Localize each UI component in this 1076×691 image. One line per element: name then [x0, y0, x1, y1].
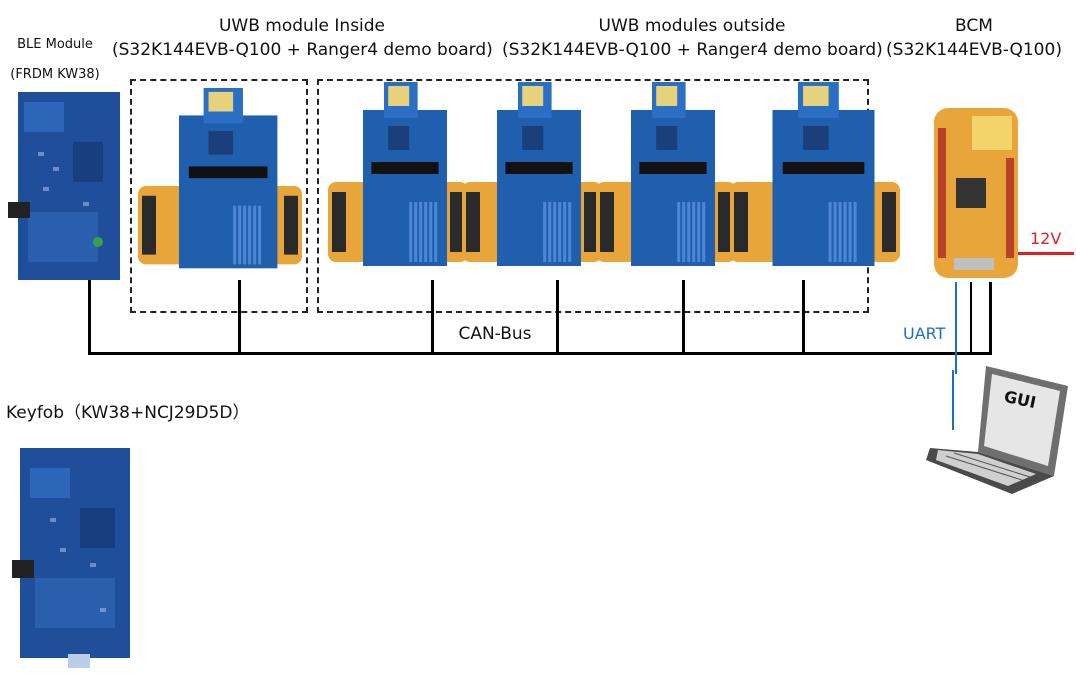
can-drop-outside-1 [431, 280, 434, 354]
bcm-board [934, 108, 1018, 278]
can-drop-outside-4 [802, 280, 805, 354]
uwb-board-outside-2 [462, 82, 602, 266]
keyfob-label: Keyfob（KW38+NCJ29D5D） [6, 403, 250, 423]
voltage-label: 12V [1030, 229, 1062, 248]
bcm-title-line1: BCM [955, 16, 993, 36]
uwb-inside-group-box [130, 79, 308, 313]
power-line [1016, 252, 1074, 255]
uwb-inside-title: UWB module Inside (S32K144EVB-Q100 + Ran… [112, 14, 493, 62]
uart-line-to-laptop [952, 370, 954, 430]
can-bus-line [88, 352, 992, 355]
uwb-outside-title-line1: UWB modules outside [598, 16, 786, 36]
can-drop-inside [238, 280, 241, 354]
uwb-outside-title: UWB modules outside (S32K144EVB-Q100 + R… [502, 14, 883, 62]
uart-line-vertical [955, 282, 957, 374]
can-drop-ble [88, 278, 91, 354]
uwb-outside-title-line2: (S32K144EVB-Q100 + Ranger4 demo board) [502, 40, 883, 60]
ble-module-title: BLE Module (FRDM KW38) [0, 30, 110, 90]
can-drop-outside-3 [682, 280, 685, 354]
uart-label: UART [903, 324, 946, 343]
uwb-board-outside-1 [328, 82, 468, 266]
uwb-inside-title-line1: UWB module Inside [218, 16, 386, 36]
bcm-title: BCM (S32K144EVB-Q100) [884, 14, 1064, 62]
can-drop-bcm-2 [970, 282, 972, 352]
keyfob-board [12, 448, 130, 668]
bcm-title-line2: (S32K144EVB-Q100) [886, 40, 1062, 60]
can-bus-label: CAN-Bus [458, 324, 532, 344]
ble-module-title-line1: BLE Module [17, 37, 93, 52]
uwb-board-inside [138, 88, 302, 269]
can-drop-bcm [989, 282, 992, 354]
ble-module-title-line2: (FRDM KW38) [10, 67, 100, 82]
can-drop-outside-2 [556, 280, 559, 354]
uwb-board-outside-4 [730, 82, 900, 266]
laptop-gui [926, 366, 1068, 494]
ble-module-board [8, 92, 120, 280]
uwb-inside-title-line2: (S32K144EVB-Q100 + Ranger4 demo board) [112, 40, 493, 60]
uwb-board-outside-3 [596, 82, 736, 266]
